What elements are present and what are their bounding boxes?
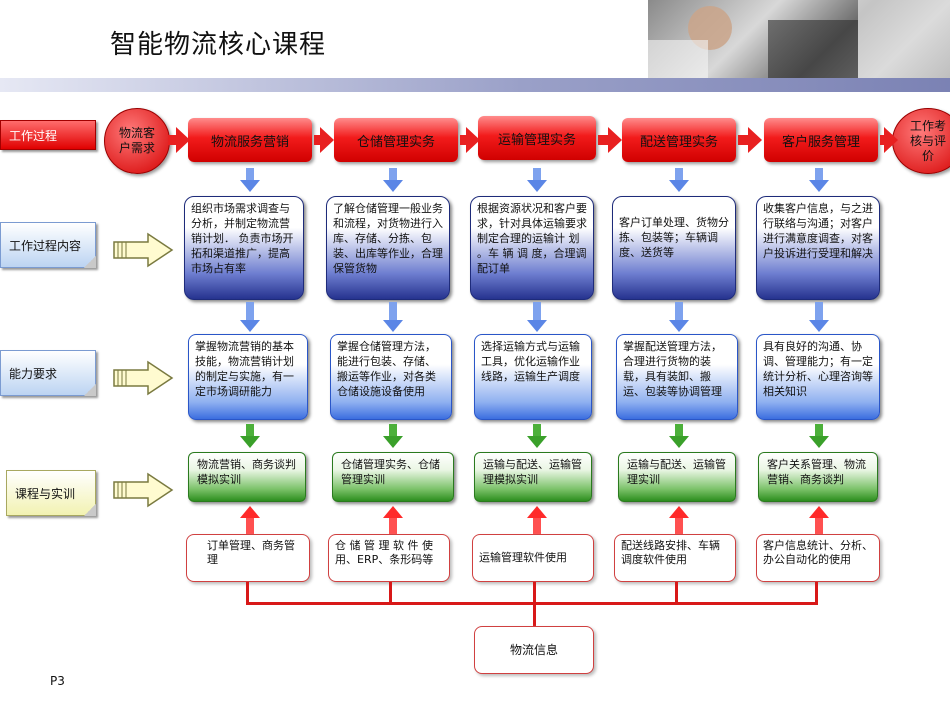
down-arrow-icon — [240, 320, 260, 332]
process-step-3: 运输管理实务 — [478, 116, 596, 160]
process-arrow-head — [884, 127, 898, 153]
content-box-3: 根据资源状况和客户要求，针对具体运输要求制定合理的运输计 划 。车 辆 调 度，… — [470, 196, 594, 300]
software-box-5: 客户信息统计、分析、办公自动化的使用 — [756, 534, 880, 582]
up-arrow-icon — [240, 506, 260, 518]
up-arrow-icon — [809, 506, 829, 518]
course-box-1: 物流营销、商务谈判模拟实训 — [188, 452, 306, 502]
down-arrow-icon — [383, 320, 403, 332]
down-arrow-icon — [809, 320, 829, 332]
header-band — [0, 78, 950, 92]
up-arrow-icon — [383, 506, 403, 518]
software-box-1: 订单管理、商务管理 — [186, 534, 310, 582]
hollow-arrow-icon — [113, 232, 174, 268]
header-photo — [648, 0, 950, 78]
content-box-5: 收集客户信息，与之进行联络与沟通；对客户进行满意度调查，对客户投诉进行受理和解决 — [756, 196, 880, 300]
process-arrow-head — [608, 127, 622, 153]
logistics-info-box: 物流信息 — [474, 626, 594, 674]
down-arrow-icon — [383, 436, 403, 448]
content-box-1: 组织市场需求调查与分析，并制定物流营销计划． 负责市场开拓和渠道推广，提高市场占… — [184, 196, 304, 300]
row-label-content: 工作过程内容 — [0, 222, 96, 268]
content-box-2: 了解仓储管理一般业务和流程，对货物进行入库、存储、分拣、包装、出库等作业，合理保… — [326, 196, 450, 300]
down-arrow-icon — [527, 436, 547, 448]
course-box-2: 仓储管理实务、仓储管理实训 — [332, 452, 454, 502]
ability-box-3: 选择运输方式与运输工具，优化运输作业线路，运输生产调度 — [474, 334, 592, 420]
row-label-ability: 能力要求 — [0, 350, 96, 396]
process-step-1: 物流服务营销 — [188, 118, 312, 162]
process-arrow-head — [176, 127, 190, 153]
connector-bus — [246, 602, 818, 605]
process-arrow — [880, 135, 886, 145]
ability-box-1: 掌握物流营销的基本技能，物流营销计划的制定与实施，有一定市场调研能力 — [188, 334, 308, 420]
process-step-5: 客户服务管理 — [764, 118, 878, 162]
ability-box-5: 具有良好的沟通、协调、管理能力；有一定统计分析、心理咨询等相关知识 — [756, 334, 880, 420]
course-box-3: 运输与配送、运输管理模拟实训 — [474, 452, 592, 502]
software-box-3: 运输管理软件使用 — [472, 534, 594, 582]
process-arrow-head — [466, 127, 480, 153]
down-arrow-icon — [527, 320, 547, 332]
down-arrow-icon — [240, 180, 260, 192]
process-arrow-head — [748, 127, 762, 153]
process-arrow — [460, 135, 468, 145]
up-arrow-icon — [527, 506, 547, 518]
page-title: 智能物流核心课程 — [110, 30, 327, 60]
down-arrow-icon — [669, 180, 689, 192]
row-label-course: 课程与实训 — [6, 470, 96, 516]
software-box-4: 配送线路安排、车辆调度软件使用 — [614, 534, 736, 582]
hollow-arrow-icon — [113, 360, 174, 396]
process-arrow-head — [320, 127, 334, 153]
process-step-4: 配送管理实务 — [622, 118, 736, 162]
ability-box-4: 掌握配送管理方法，合理进行货物的装载，具有装卸、搬运、包装等协调管理 — [616, 334, 738, 420]
row-label-process: 工作过程 — [0, 120, 96, 150]
start-node-circle: 物流客户需求 — [104, 108, 170, 174]
down-arrow-icon — [669, 436, 689, 448]
hollow-arrow-icon — [113, 472, 174, 508]
end-node-circle: 工作考核与评价 — [892, 108, 950, 174]
course-box-4: 运输与配送、运输管理实训 — [618, 452, 736, 502]
down-arrow-icon — [809, 436, 829, 448]
connector-line — [246, 582, 249, 604]
content-box-4: 客户订单处理、货物分拣、包装等；车辆调度、送货等 — [612, 196, 736, 300]
process-step-2: 仓储管理实务 — [334, 118, 458, 162]
down-arrow-icon — [527, 180, 547, 192]
connector-line — [815, 582, 818, 604]
down-arrow-icon — [240, 436, 260, 448]
down-arrow-icon — [383, 180, 403, 192]
connector-line — [675, 582, 678, 604]
process-arrow — [314, 135, 322, 145]
process-arrow — [598, 135, 610, 145]
down-arrow-icon — [669, 320, 689, 332]
page-number: P3 — [50, 674, 65, 688]
ability-box-2: 掌握仓储管理方法，能进行包装、存储、搬运等作业，对各类仓储设施设备使用 — [330, 334, 452, 420]
up-arrow-icon — [669, 506, 689, 518]
connector-line — [389, 582, 392, 604]
process-arrow — [168, 135, 178, 145]
process-arrow — [738, 135, 750, 145]
course-box-5: 客户关系管理、物流营销、商务谈判 — [758, 452, 878, 502]
software-box-2: 仓 储 管 理 软 件 使用、ERP、条形码等 — [328, 534, 450, 582]
down-arrow-icon — [809, 180, 829, 192]
